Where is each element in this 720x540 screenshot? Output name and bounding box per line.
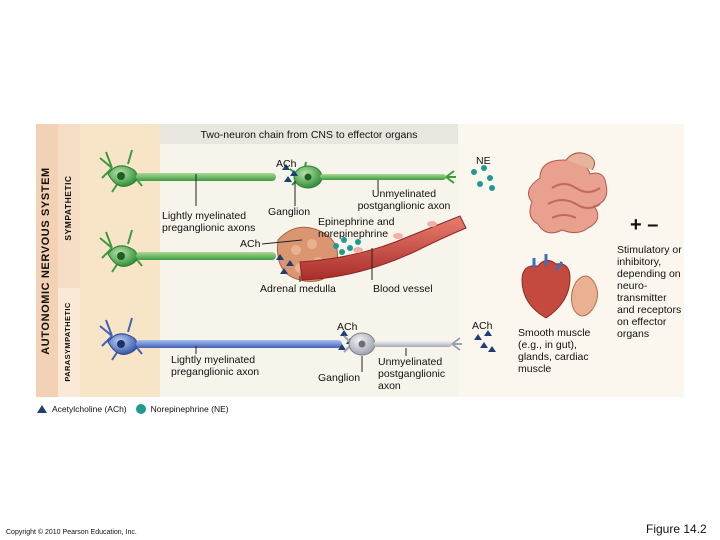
- legend-ne-label: Norepinephrine (NE): [150, 404, 229, 414]
- ach-label-parasympathetic-right: ACh: [472, 320, 493, 332]
- ganglion-label-sym: Ganglion: [268, 206, 311, 218]
- ne-dot-icon: [135, 404, 146, 414]
- stimulatory-inhibitory-label: Stimulatory or inhibitory, depending on …: [617, 244, 682, 340]
- diagram-title: Two-neuron chain from CNS to effector or…: [200, 129, 418, 141]
- effector-organs-label: Smooth muscle (e.g., in gut), glands, ca…: [518, 327, 591, 375]
- ne-label: NE: [476, 155, 491, 167]
- epinephrine-norepinephrine-label: Epinephrine and norepinephrine: [318, 216, 395, 240]
- ach-triangles-sympathetic: [276, 164, 298, 274]
- intestines-illustration: [527, 152, 608, 234]
- legend-ach-label: Acetylcholine (ACh): [52, 404, 127, 414]
- blood-vessel-label: Blood vessel: [373, 283, 433, 295]
- parasympathetic-postganglionic-neuron: [343, 332, 462, 356]
- legend: Acetylcholine (ACh) Norepinephrine (NE): [36, 402, 229, 416]
- gland-illustration: [570, 275, 598, 317]
- leader-lines: [195, 174, 407, 372]
- ach-label-sympathetic: ACh: [276, 158, 297, 170]
- ach-label-adrenal: ACh: [240, 238, 261, 250]
- parasympathetic-side-band: [58, 288, 80, 397]
- ach-label-parasympathetic: ACh: [337, 321, 358, 333]
- copyright: Copyright © 2010 Pearson Education, Inc.: [6, 529, 137, 536]
- heart-illustration: [521, 254, 571, 319]
- ans-side-band: [36, 124, 58, 397]
- lightly-myelinated-preganglionic-axons-label: Lightly myelinated preganglionic axons: [162, 210, 256, 234]
- unmyelinated-postganglionic-axon-label-sym: Unmyelinated postganglionic axon: [357, 188, 451, 212]
- parasympathetic-preganglionic-neuron: [99, 317, 342, 361]
- title-bar: [160, 124, 458, 144]
- adrenal-medulla-label: Adrenal medulla: [260, 283, 336, 295]
- ne-dots: [471, 165, 495, 191]
- lightly-myelinated-preganglionic-axon-label: Lightly myelinated preganglionic axon: [171, 354, 260, 378]
- ach-triangle-icon: [37, 405, 47, 413]
- sympathetic-postganglionic-neuron-1: [289, 161, 456, 189]
- figure-number: Figure 14.2: [646, 522, 707, 536]
- unmyelinated-postganglionic-axon-label-para: Unmyelinated postganglionic axon: [378, 356, 446, 392]
- sympathetic-preganglionic-neuron-2: [99, 229, 276, 273]
- sympathetic-side-band: [58, 124, 80, 288]
- plus-minus-label: + –: [630, 214, 659, 236]
- sympathetic-preganglionic-neuron-1: [99, 149, 276, 193]
- epinephrine-dots: [333, 237, 361, 255]
- ganglion-label-para: Ganglion: [318, 372, 361, 384]
